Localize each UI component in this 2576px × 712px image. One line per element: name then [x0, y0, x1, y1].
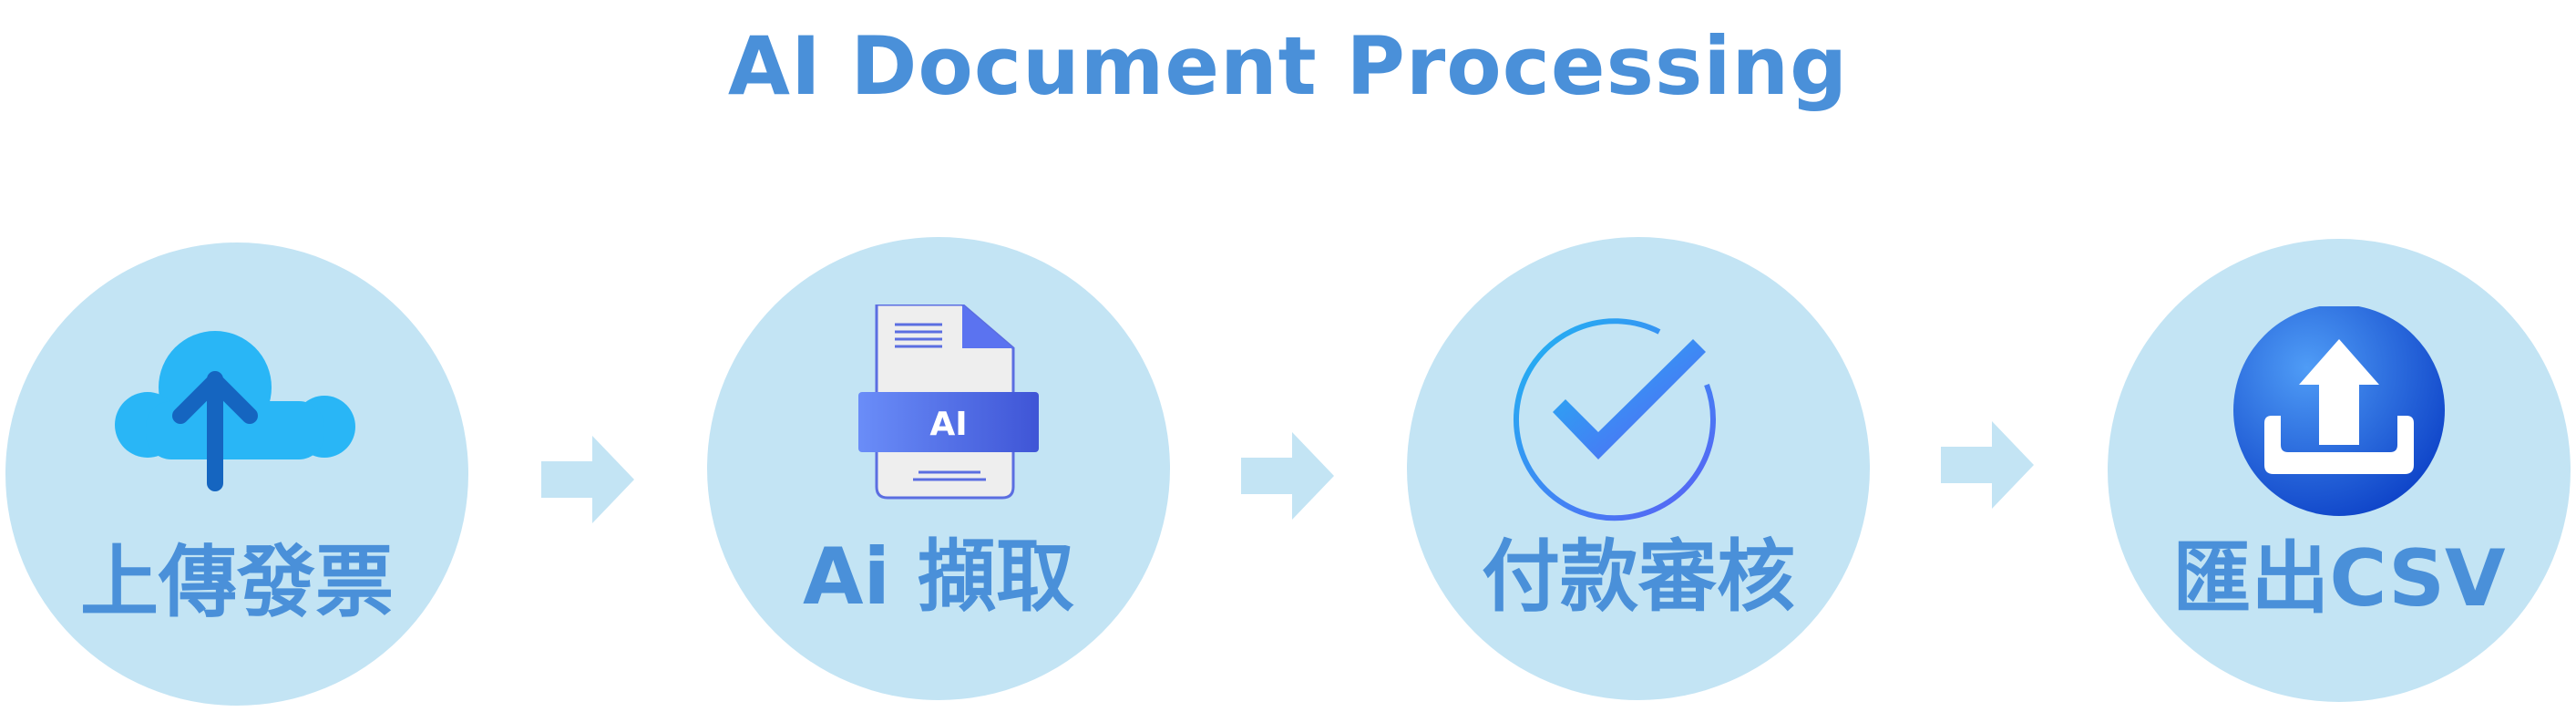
- step-label: 上傳發票: [80, 537, 394, 628]
- checkmark-circle-icon: [1514, 318, 1716, 521]
- page-title: AI Document Processing: [727, 19, 1849, 113]
- cloud-upload-icon: [115, 331, 355, 491]
- arrow-icon: [541, 436, 634, 523]
- arrow-icon: [1241, 432, 1334, 520]
- svg-text:AI: AI: [929, 406, 967, 443]
- ai-document-icon: AI: [858, 304, 1039, 500]
- step-label: 匯出CSV: [2172, 533, 2506, 624]
- step-label: 付款審核: [1482, 531, 1795, 623]
- step-export-csv: 匯出CSV: [2108, 239, 2571, 702]
- step-label: Ai 擷取: [803, 531, 1074, 623]
- step-ai-extract: AI Ai 擷取: [707, 237, 1170, 700]
- step-upload-invoice: 上傳發票: [5, 242, 468, 706]
- arrow-icon: [1941, 421, 2034, 509]
- step-payment-review: 付款審核: [1407, 237, 1870, 700]
- download-tray-icon: [2233, 306, 2445, 516]
